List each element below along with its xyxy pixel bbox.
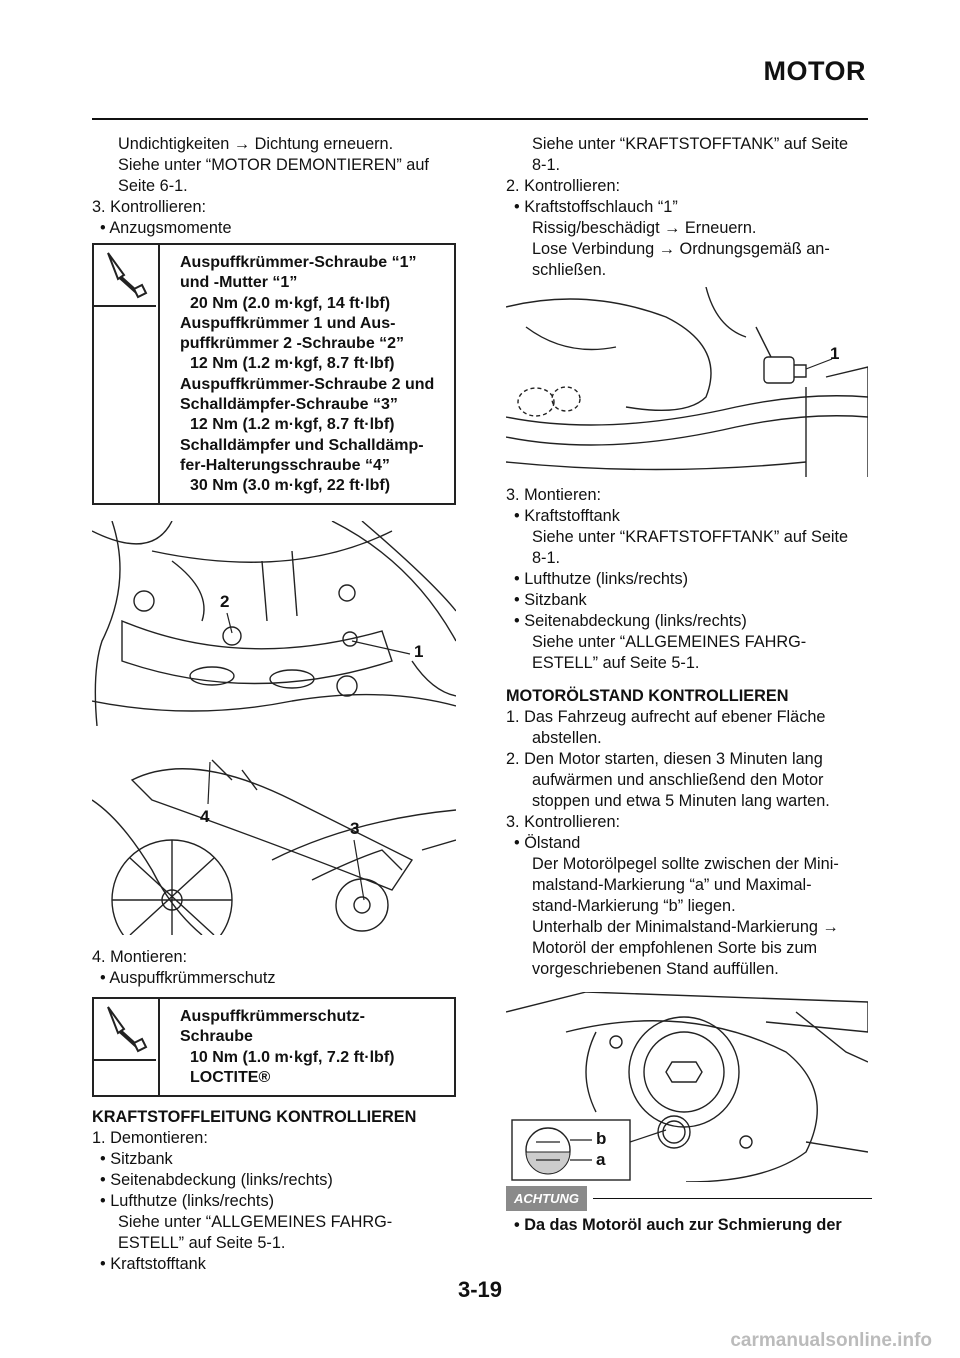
text-line: Siehe unter “ALLGEMEINES FAHRG-: [118, 1213, 393, 1231]
text-line: Der Motorölpegel sollte zwischen der Min…: [532, 855, 839, 873]
bullet-line: • Seitenabdeckung (links/rechts): [514, 612, 747, 630]
bullet-line: • Ölstand: [514, 834, 581, 852]
guard-spec-box: Auspuffkrümmerschutz- Schraube 10 Nm (1.…: [92, 997, 456, 1097]
step-line: 1. Das Fahrzeug aufrecht auf ebener Fläc…: [506, 708, 826, 726]
spec-line: fer-Halterungsschraube “4”: [180, 456, 390, 474]
text-line: Siehe unter “KRAFTSTOFFTANK” auf Seite: [532, 528, 849, 546]
bullet-line: • Kraftstoffschlauch “1”: [514, 198, 678, 216]
warning-text: • Da das Motoröl auch zur Schmierung der: [514, 1216, 842, 1234]
spec-value: 10 Nm (1.0 m·kgf, 7.2 ft·lbf): [190, 1048, 395, 1066]
text-line: malstand-Markierung “a” und Maximal-: [532, 876, 812, 894]
spec-line: Auspuffkrümmer-Schraube “1”: [180, 254, 417, 271]
text-line: ESTELL” auf Seite 5-1.: [532, 654, 700, 672]
text-line: Undichtigkeiten → Dichtung erneuern.: [118, 135, 394, 153]
bullet-line: • Kraftstofftank: [514, 507, 620, 525]
spec-line: Auspuffkrümmer-Schraube 2 und: [180, 375, 435, 393]
bullet-line: • Kraftstofftank: [100, 1255, 206, 1273]
fuel-hose-illustration: [506, 287, 868, 477]
step-line: 3. Kontrollieren:: [92, 198, 207, 216]
left-column: Undichtigkeiten → Dichtung erneuern. Sie…: [92, 134, 462, 1275]
oil-level-figure: b a: [506, 992, 868, 1182]
text-line: Unterhalb der Minimalstand-Markierung →: [532, 918, 839, 936]
spec-value: 12 Nm (1.2 m·kgf, 8.7 ft·lbf): [190, 416, 395, 434]
callout-label: 1: [414, 642, 424, 661]
bullet-line: • Sitzbank: [514, 591, 587, 609]
spec-line: puffkrümmer 2 -Schraube “2”: [180, 335, 405, 353]
step-line: 1. Demontieren:: [92, 1129, 208, 1147]
exhaust-illustration: [92, 521, 456, 726]
text-line: Siehe unter “KRAFTSTOFFTANK” auf Seite: [532, 135, 849, 153]
footer-watermark: carmanualsonline.info: [730, 1330, 932, 1351]
spec-value: LOCTITE®: [190, 1068, 271, 1086]
callout-label: 3: [350, 819, 360, 838]
page-number: 3-19: [457, 1277, 503, 1302]
section-heading: KRAFTSTOFFLEITUNG KONTROLLIEREN: [92, 1108, 417, 1126]
text-line: 8-1.: [532, 549, 561, 567]
spec-line: Auspuffkrümmer 1 und Aus-: [180, 314, 396, 332]
engine-case-illustration: [506, 992, 868, 1182]
step-line: 2. Den Motor starten, diesen 3 Minuten l…: [506, 750, 823, 768]
caution-banner: ACHTUNG: [506, 1186, 872, 1211]
text-line: Seite 6-1.: [118, 177, 188, 195]
bullet-line: • Lufthutze (links/rechts): [514, 570, 689, 588]
spec-value: 12 Nm (1.2 m·kgf, 8.7 ft·lbf): [190, 355, 395, 373]
text-line: schließen.: [532, 261, 607, 279]
spec-value: 20 Nm (2.0 m·kgf, 14 ft·lbf): [190, 294, 391, 312]
spec-line: Schalldämpfer und Schalldämp-: [180, 436, 424, 454]
fuel-hose-figure: 1: [506, 287, 868, 477]
text-line: stoppen und etwa 5 Minuten lang warten.: [532, 792, 830, 810]
text-line: ESTELL” auf Seite 5-1.: [118, 1234, 286, 1252]
caution-rule: [593, 1197, 872, 1200]
callout-label: 2: [220, 592, 230, 611]
spec-value: 30 Nm (3.0 m·kgf, 22 ft·lbf): [190, 477, 391, 495]
callout-label: a: [596, 1150, 606, 1169]
spec-line: und -Mutter “1”: [180, 274, 298, 292]
bullet-line: • Sitzbank: [100, 1150, 173, 1168]
spec-line: Schalldämpfer-Schraube “3”: [180, 396, 398, 414]
torque-spec-box: Auspuffkrümmer-Schraube “1” und -Mutter …: [92, 243, 456, 505]
text-line: Rissig/beschädigt → Erneuern.: [532, 219, 757, 237]
bullet-line: • Lufthutze (links/rechts): [100, 1192, 275, 1210]
bullet-line: • Anzugsmomente: [100, 219, 232, 237]
muffler-illustration: [92, 759, 456, 935]
text-line: vorgeschriebenen Stand auffüllen.: [532, 960, 779, 978]
callout-label: 1: [830, 344, 840, 363]
text-line: Siehe unter “ALLGEMEINES FAHRG-: [532, 633, 807, 651]
text-line: Lose Verbindung → Ordnungsgemäß an-: [532, 240, 830, 258]
text-line: abstellen.: [532, 729, 602, 747]
step-line: 2. Kontrollieren:: [506, 177, 621, 195]
callout-label: b: [596, 1129, 607, 1148]
step-line: 4. Montieren:: [92, 948, 188, 966]
page-title: MOTOR: [763, 56, 866, 86]
spec-line: Schraube: [180, 1028, 253, 1046]
torque-wrench-icon: [94, 245, 160, 503]
text-line: Motoröl der empfohlenen Sorte bis zum: [532, 939, 818, 957]
section-heading: MOTORÖLSTAND KONTROLLIEREN: [506, 687, 789, 705]
torque-wrench-icon: [94, 999, 160, 1095]
step-line: 3. Montieren:: [506, 486, 602, 504]
callout-label: 4: [200, 807, 210, 826]
text-line: Siehe unter “MOTOR DEMONTIEREN” auf: [118, 156, 429, 174]
step-line: 3. Kontrollieren:: [506, 813, 621, 831]
right-column: Siehe unter “KRAFTSTOFFTANK” auf Seite 8…: [506, 134, 872, 1236]
text-line: stand-Markierung “b” liegen.: [532, 897, 736, 915]
header-rule: [92, 118, 868, 120]
bullet-line: • Seitenabdeckung (links/rechts): [100, 1171, 333, 1189]
spec-line: Auspuffkrümmerschutz-: [180, 1008, 365, 1025]
exhaust-figure-lower: 4 3: [92, 740, 456, 935]
text-line: aufwärmen und anschließend den Motor: [532, 771, 824, 789]
text-line: 8-1.: [532, 156, 561, 174]
caution-label: ACHTUNG: [506, 1186, 587, 1211]
bullet-line: • Auspuffkrümmerschutz: [100, 969, 276, 987]
exhaust-figure-upper: 2 1: [92, 521, 456, 726]
